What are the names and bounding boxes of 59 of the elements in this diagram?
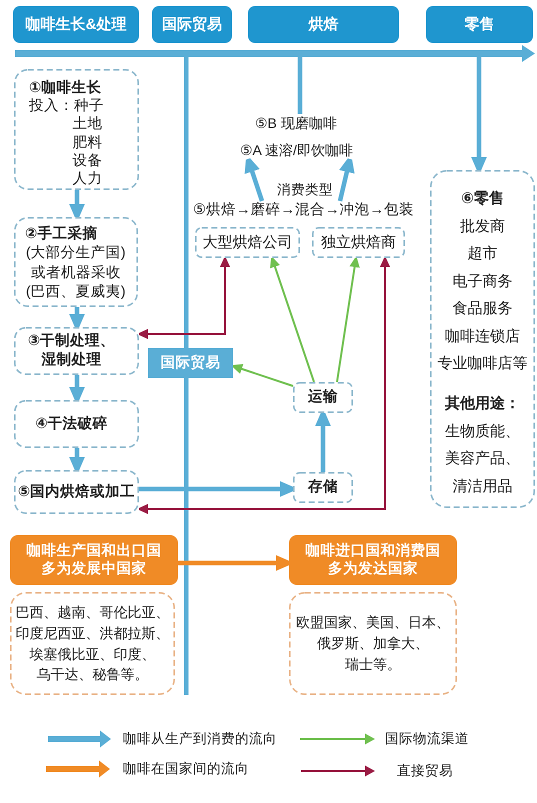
logistics-label: 运输 [308, 388, 338, 407]
legend-label: 咖啡在国家间的流向 [123, 760, 249, 778]
legend-label: 国际物流渠道 [385, 730, 469, 748]
banner-text: 咖啡生产国和出口国多为发展中国家 [26, 542, 162, 578]
step-box [14, 470, 139, 514]
list-item: 电子商务 [452, 272, 512, 290]
list-item: 清洁用品 [452, 478, 512, 496]
product-label: ⑤B 现磨咖啡 [255, 114, 337, 132]
list-item: 超市 [468, 245, 498, 263]
header-label: 国际贸易 [162, 16, 222, 34]
step-title: ①咖啡生长 [29, 79, 102, 97]
list-item: 批发商 [460, 218, 505, 236]
trade-box [148, 348, 233, 378]
step-title: ⑤国内烘焙或加工 [18, 482, 136, 502]
process-chain-label: ⑤烘焙→磨碎→混合→冲泡→包装 [193, 201, 414, 219]
header-label: 零售 [464, 16, 494, 34]
list-item: 食品服务 [452, 300, 512, 318]
input-list: 投入：种子土地肥料设备人力 [29, 97, 108, 188]
step-text: (大部分生产国)或者机器采收(巴西、夏威夷) [25, 244, 126, 302]
trade-label: 国际贸易 [160, 354, 220, 372]
logistics-box [293, 382, 353, 413]
list-item: 专业咖啡店等 [438, 355, 528, 373]
step-title: ③干制处理、湿制处理 [26, 332, 116, 370]
country-list-box [10, 592, 175, 695]
roaster-label: 独立烘焙商 [321, 234, 396, 252]
header-label: 烘焙 [308, 16, 338, 34]
list-item: 咖啡连锁店 [445, 328, 520, 346]
stage-header [426, 6, 533, 43]
list-heading: 其他用途： [445, 395, 520, 413]
stage-header [248, 6, 399, 43]
stage-header [152, 6, 232, 43]
step-box [14, 327, 139, 375]
roaster-label: 大型烘焙公司 [202, 234, 292, 252]
step-title: ④干法破碎 [35, 414, 108, 434]
roaster-box [195, 227, 300, 258]
legend-label: 直接贸易 [397, 762, 453, 780]
roaster-box [312, 227, 405, 258]
region-banner [289, 535, 457, 585]
step-box [14, 69, 139, 190]
step-box [14, 217, 138, 307]
logistics-box [293, 472, 353, 503]
region-banner [10, 535, 178, 585]
banner-text: 咖啡进口国和消费国多为发达国家 [304, 542, 442, 578]
list-item: 生物质能、 [445, 422, 520, 440]
product-label: ⑤A 速溶/即饮咖啡 [240, 141, 353, 159]
country-list-box [289, 592, 457, 695]
country-list: 欧盟国家、美国、日本、俄罗斯、加拿大、瑞士等。 [294, 612, 452, 675]
retail-title: ⑥零售 [461, 190, 504, 208]
connector-line [298, 57, 302, 114]
legend-label: 咖啡从生产到消费的流向 [123, 730, 277, 748]
step-title: ②手工采摘 [25, 225, 98, 244]
step-box [14, 400, 139, 448]
stage-header [13, 6, 139, 43]
header-label: 咖啡生长&处理 [26, 16, 126, 34]
logistics-label: 存储 [308, 478, 338, 497]
country-list: 巴西、越南、哥伦比亚、印度尼西亚、洪都拉斯、埃塞俄比亚、印度、乌干达、秘鲁等。 [13, 602, 172, 685]
category-label: 消费类型 [277, 181, 333, 199]
retail-box [430, 170, 535, 508]
list-item: 美容产品、 [445, 450, 520, 468]
